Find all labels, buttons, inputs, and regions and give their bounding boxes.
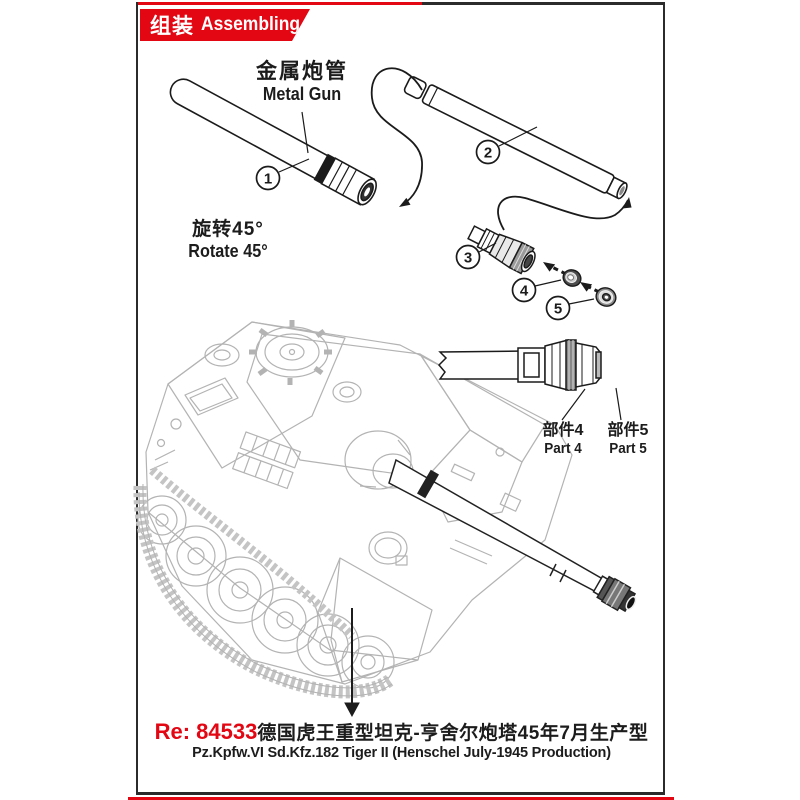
part4-label-cn: 部件4: [542, 422, 584, 439]
metal-gun-label-en: Metal Gun: [262, 84, 342, 105]
product-title-line1: Re: 84533德国虎王重型坦克-亨舍尔炮塔45年7月生产型: [138, 718, 665, 745]
part5-label: 部件5 Part 5: [588, 422, 668, 458]
tank-gun-barrel: [388, 458, 637, 613]
rotate-45-label: 旋转45° Rotate 45°: [168, 219, 288, 262]
part5-label-cn: 部件5: [607, 422, 649, 439]
part4-label-en: Part 4: [544, 440, 582, 458]
section-banner-en: Assembling: [201, 14, 301, 35]
section-banner: 组装 Assembling: [140, 9, 310, 41]
down-arrow-icon: [344, 608, 360, 718]
curved-arrow-1-icon: [370, 67, 423, 207]
bottom-border-black: [136, 792, 665, 795]
callout-circles: 1 2 3 4 5: [255, 139, 571, 321]
product-title-cn: 德国虎王重型坦克-亨舍尔炮塔45年7月生产型: [257, 723, 649, 744]
right-border: [663, 2, 665, 794]
rotate-45-label-cn: 旋转45°: [192, 219, 264, 240]
dashed-arrow-5-icon: [580, 282, 600, 294]
product-title-line2: Pz.Kpfw.VI Sd.Kfz.182 Tiger II (Henschel…: [192, 745, 611, 761]
callout-4: 4: [520, 283, 529, 300]
dashed-arrow-4-icon: [543, 262, 567, 276]
bottom-border-red: [128, 797, 674, 800]
part4-label: 部件4 Part 4: [523, 422, 603, 458]
callout-2: 2: [484, 145, 492, 162]
leader-lines: [278, 111, 622, 421]
rotate-45-label-en: Rotate 45°: [188, 240, 268, 261]
muzzle-detail-inset: [437, 339, 602, 391]
top-border-red-segment: [138, 2, 422, 5]
muzzle-brake-part-3: [467, 225, 536, 275]
ring-part-4: [562, 269, 582, 287]
barrel-part-2: [403, 76, 628, 200]
barrel-part-1: [169, 78, 377, 206]
ring-part-5: [595, 287, 617, 307]
part5-label-en: Part 5: [609, 440, 647, 458]
callout-5: 5: [554, 301, 562, 318]
callout-3: 3: [464, 250, 472, 267]
metal-gun-label-cn: 金属炮管: [256, 60, 348, 83]
tank-muzzle-brake: [592, 575, 637, 613]
curved-arrow-2-icon: [497, 195, 632, 231]
top-border-black-segment: [422, 2, 665, 5]
section-banner-cn: 组装: [150, 15, 194, 38]
metal-gun-label: 金属炮管 Metal Gun: [232, 60, 372, 105]
callout-1: 1: [264, 171, 272, 188]
product-code: Re: 84533: [154, 719, 258, 744]
left-border: [136, 2, 138, 794]
